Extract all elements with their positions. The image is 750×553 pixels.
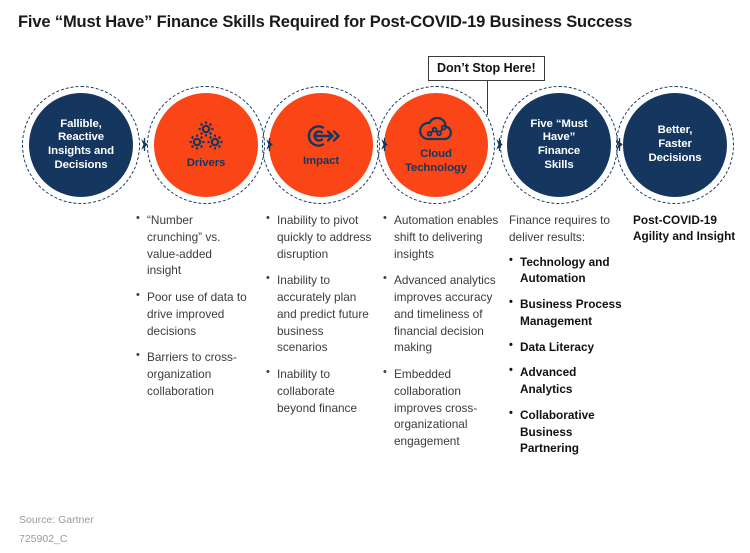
list-item: Automation enables shift to delivering i… [383,211,499,262]
node-impact: Impact [262,86,380,204]
list-item: Inability to collaborate beyond finance [266,365,374,416]
gears-icon [189,121,223,150]
page-title: Five “Must Have” Finance Skills Required… [18,13,633,31]
outcome-column: Post-COVID-19 Agility and Insight [633,213,736,244]
arrow-connector-icon [141,138,148,151]
dashed-ring [22,86,140,204]
impact-column: Inability to pivot quickly to address di… [266,211,374,426]
bullet-list: Technology and Automation Business Proce… [509,253,625,458]
node-disc: Drivers [154,93,258,197]
bullet-list: “Number crunching” vs. value-added insig… [136,211,248,400]
arrow-connector-icon [616,138,623,151]
node-label-1: Drivers [186,156,226,169]
cloud-technology-column: Automation enables shift to delivering i… [383,211,499,460]
node-label-2: Impact [302,154,340,167]
node-drivers: Drivers [147,86,265,204]
list-item: Embedded collaboration improves cross-or… [383,365,499,450]
list-item: Advanced analytics improves accuracy and… [383,271,499,356]
column-intro: Finance requires to deliver results: [509,213,610,244]
list-item: Technology and Automation [509,253,625,288]
arrow-connector-icon [496,138,503,151]
cloud-network-icon [419,116,452,140]
list-item: Collaborative Business Partnering [509,406,625,457]
finance-skills-column: Finance requires to deliver results: Tec… [509,212,625,466]
arrow-connector-icon [381,138,388,151]
list-item: Inability to accurately plan and predict… [266,271,374,356]
list-item: Inability to pivot quickly to address di… [266,211,374,262]
list-item: Advanced Analytics [509,363,625,398]
list-item: Poor use of data to drive improved decis… [136,288,248,339]
node-disc: Impact [269,93,373,197]
document-code: 725902_C [19,533,68,545]
arrow-connector-icon [266,138,273,151]
list-item: Business Process Management [509,295,625,330]
drivers-column: “Number crunching” vs. value-added insig… [136,211,248,410]
list-item: Data Literacy [509,338,625,356]
list-item: Barriers to cross-organization collabora… [136,348,248,399]
target-arrow-icon [307,124,341,147]
dashed-ring [616,86,734,204]
dont-stop-here-callout: Don’t Stop Here! [428,56,545,81]
source-label: Source: Gartner [19,514,94,526]
bullet-list: Inability to pivot quickly to address di… [266,211,374,416]
list-item: “Number crunching” vs. value-added insig… [136,211,248,279]
bullet-list: Automation enables shift to delivering i… [383,211,499,450]
dashed-ring [377,86,495,204]
callout-stem-line [487,80,488,115]
